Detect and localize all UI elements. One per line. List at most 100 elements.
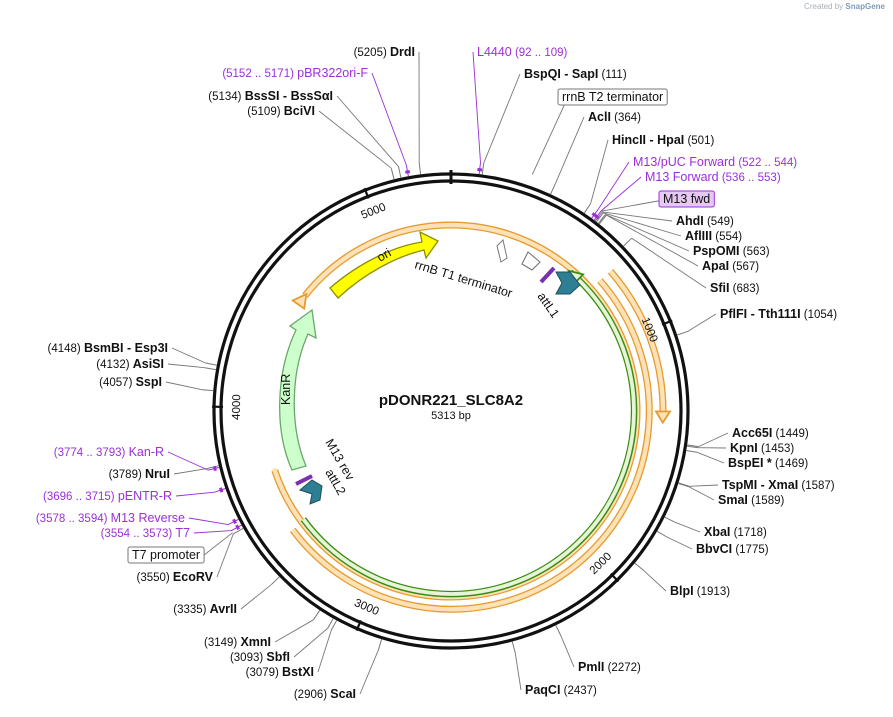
- enzyme-label-pmli[interactable]: PmlI (2272): [578, 660, 641, 674]
- enzyme-label-bspqi-sapi[interactable]: BspQI - SapI (111): [524, 67, 627, 81]
- primer-name: M13 Reverse: [111, 511, 185, 525]
- primer-label-m13-forward[interactable]: M13 Forward (536 .. 553): [645, 170, 781, 184]
- enzyme-label-bspei[interactable]: BspEI * (1469): [728, 456, 808, 470]
- enzyme-label-blpi[interactable]: BlpI (1913): [670, 584, 730, 598]
- enzyme-name: PspOMI: [693, 244, 740, 258]
- enzyme-label-text: AclI (364): [588, 110, 641, 124]
- enzyme-position: (4057): [99, 377, 135, 389]
- enzyme-label-acli[interactable]: AclI (364): [588, 110, 641, 124]
- enzyme-name: AhdI: [676, 214, 704, 228]
- feature-box-m13-fwd[interactable]: M13 fwd: [659, 191, 714, 207]
- enzyme-position: (3079): [246, 667, 282, 679]
- enzyme-label-bssi-bsssai[interactable]: (5134) BssSI - BssSαI: [208, 89, 333, 103]
- primer-label-pentr-r[interactable]: (3696 .. 3715) pENTR-R: [43, 489, 172, 503]
- orf-left-arrowhead: [293, 294, 307, 309]
- enzyme-label-aflIII[interactable]: AflIII (554): [685, 229, 742, 243]
- enzyme-label-nrui[interactable]: (3789) NruI: [109, 467, 170, 481]
- enzyme-label-bsmbi-esp3i[interactable]: (4148) BsmBI - Esp3I: [48, 341, 169, 355]
- enzyme-label-xmni[interactable]: (3149) XmnI: [204, 635, 271, 649]
- enzyme-label-text: PspOMI (563): [693, 244, 770, 258]
- site-tick: [419, 163, 420, 174]
- enzyme-label-paqci[interactable]: PaqCI (2437): [525, 683, 597, 697]
- primer-range: (536 .. 553): [719, 172, 781, 184]
- site-tick: [512, 642, 515, 653]
- label-leader-line: [603, 213, 681, 236]
- enzyme-label-sfii[interactable]: SfiI (683): [710, 281, 760, 295]
- primer-label-text: (5152 .. 5171) pBR322ori-F: [222, 66, 368, 80]
- enzyme-label-kpni[interactable]: KpnI (1453): [730, 441, 794, 455]
- rrnb-t1-feature: [522, 252, 540, 270]
- label-leader-line: [602, 212, 672, 221]
- primer-label-m13-reverse[interactable]: (3578 .. 3594) M13 Reverse: [36, 511, 185, 525]
- enzyme-label-text: SfiI (683): [710, 281, 760, 295]
- enzyme-label-text: (3789) NruI: [109, 467, 170, 481]
- enzyme-label-ahdi[interactable]: AhdI (549): [676, 214, 734, 228]
- label-leader-line: [360, 650, 378, 694]
- enzyme-name: BspEI *: [728, 456, 772, 470]
- enzyme-label-xbai[interactable]: XbaI (1718): [704, 525, 767, 539]
- enzyme-label-text: PflFI - Tth111I (1054): [720, 307, 837, 321]
- enzyme-label-tspmi-xmai[interactable]: TspMI - XmaI (1587): [722, 478, 835, 492]
- enzyme-name: BciVI: [284, 104, 315, 118]
- enzyme-position: (1718): [730, 527, 767, 539]
- primer-range: (3554 .. 3573): [101, 528, 176, 540]
- enzyme-label-pspomi[interactable]: PspOMI (563): [693, 244, 770, 258]
- primer-label-text: (3696 .. 3715) pENTR-R: [43, 489, 172, 503]
- feature-box-rrnb-t2[interactable]: rrnB T2 terminator: [558, 89, 667, 105]
- site-tick: [677, 331, 688, 335]
- enzyme-name: Esp3I: [135, 341, 168, 355]
- label-leader-line: [319, 111, 391, 168]
- enzyme-label-acc65i[interactable]: Acc65I (1449): [732, 426, 809, 440]
- primer-label-m13-puc-forward[interactable]: M13/pUC Forward (522 .. 544): [633, 155, 797, 169]
- primer-label-text: (3774 .. 3793) Kan-R: [54, 445, 164, 459]
- feature-box-t7-promoter[interactable]: T7 promoter: [128, 547, 204, 563]
- enzyme-label-pflfi-tth111i[interactable]: PflFI - Tth111I (1054): [720, 307, 837, 321]
- enzyme-label-apai[interactable]: ApaI (567): [702, 259, 759, 273]
- enzyme-name: XbaI: [704, 525, 730, 539]
- primer-label-t7-primer[interactable]: (3554 .. 3573) T7: [101, 526, 190, 540]
- enzyme-label-text: KpnI (1453): [730, 441, 794, 455]
- enzyme-position: (4132): [96, 359, 132, 371]
- enzyme-position: (4148): [48, 343, 84, 355]
- enzyme-label-bcivi[interactable]: (5109) BciVI: [247, 104, 315, 118]
- enzyme-separator: -: [757, 478, 768, 492]
- label-leader-line: [698, 452, 725, 463]
- enzyme-label-scai[interactable]: (2906) ScaI: [294, 687, 356, 701]
- enzyme-label-text: (3093) SbfI: [230, 650, 290, 664]
- label-leader-line: [601, 177, 641, 211]
- enzyme-label-text: XbaI (1718): [704, 525, 767, 539]
- enzyme-name: Tth111I: [758, 307, 800, 321]
- site-tick: [399, 167, 401, 178]
- enzyme-label-avrii[interactable]: (3335) AvrII: [173, 602, 237, 616]
- primer-label-text: L4440 (92 .. 109): [477, 45, 568, 59]
- enzyme-label-hincii-hpai[interactable]: HincII - HpaI (501): [612, 133, 714, 147]
- site-tick: [657, 531, 667, 537]
- enzyme-label-bstxi[interactable]: (3079) BstXI: [246, 665, 314, 679]
- enzyme-label-text: AflIII (554): [685, 229, 742, 243]
- site-tick: [271, 577, 279, 585]
- enzyme-label-sspi[interactable]: (4057) SspI: [99, 375, 162, 389]
- enzyme-separator: -: [646, 133, 657, 147]
- enzyme-label-bbvci[interactable]: BbvCI (1775): [696, 542, 769, 556]
- rrnb-t1-label: rrnB T1 terminator: [413, 257, 514, 300]
- site-tick: [678, 483, 689, 487]
- primer-range: (3578 .. 3594): [36, 513, 111, 525]
- enzyme-label-ecorv[interactable]: (3550) EcoRV: [136, 570, 213, 584]
- label-leader-line: [217, 534, 233, 577]
- label-leader-line: [189, 518, 228, 525]
- enzyme-position: (3335): [173, 604, 209, 616]
- feature-box-text: T7 promoter: [132, 548, 200, 562]
- site-tick: [391, 168, 394, 179]
- site-labels: (5205) DrdI BspQI - SapI (111) AclI (364) H…: [36, 45, 837, 701]
- enzyme-label-drdI[interactable]: (5205) DrdI: [354, 45, 415, 59]
- site-tick: [551, 184, 556, 195]
- enzyme-label-text: AhdI (549): [676, 214, 734, 228]
- primer-label-pbr322ori-f[interactable]: (5152 .. 5171) pBR322ori-F: [222, 66, 368, 80]
- enzyme-position: (1587): [798, 480, 835, 492]
- enzyme-name: BlpI: [670, 584, 694, 598]
- enzyme-label-sbfi[interactable]: (3093) SbfI: [230, 650, 290, 664]
- enzyme-label-asisi[interactable]: (4132) AsiSI: [96, 357, 164, 371]
- primer-label-l4440[interactable]: L4440 (92 .. 109): [477, 45, 568, 59]
- enzyme-label-smai[interactable]: SmaI (1589): [718, 493, 784, 507]
- primer-label-kan-r-primer[interactable]: (3774 .. 3793) Kan-R: [54, 445, 164, 459]
